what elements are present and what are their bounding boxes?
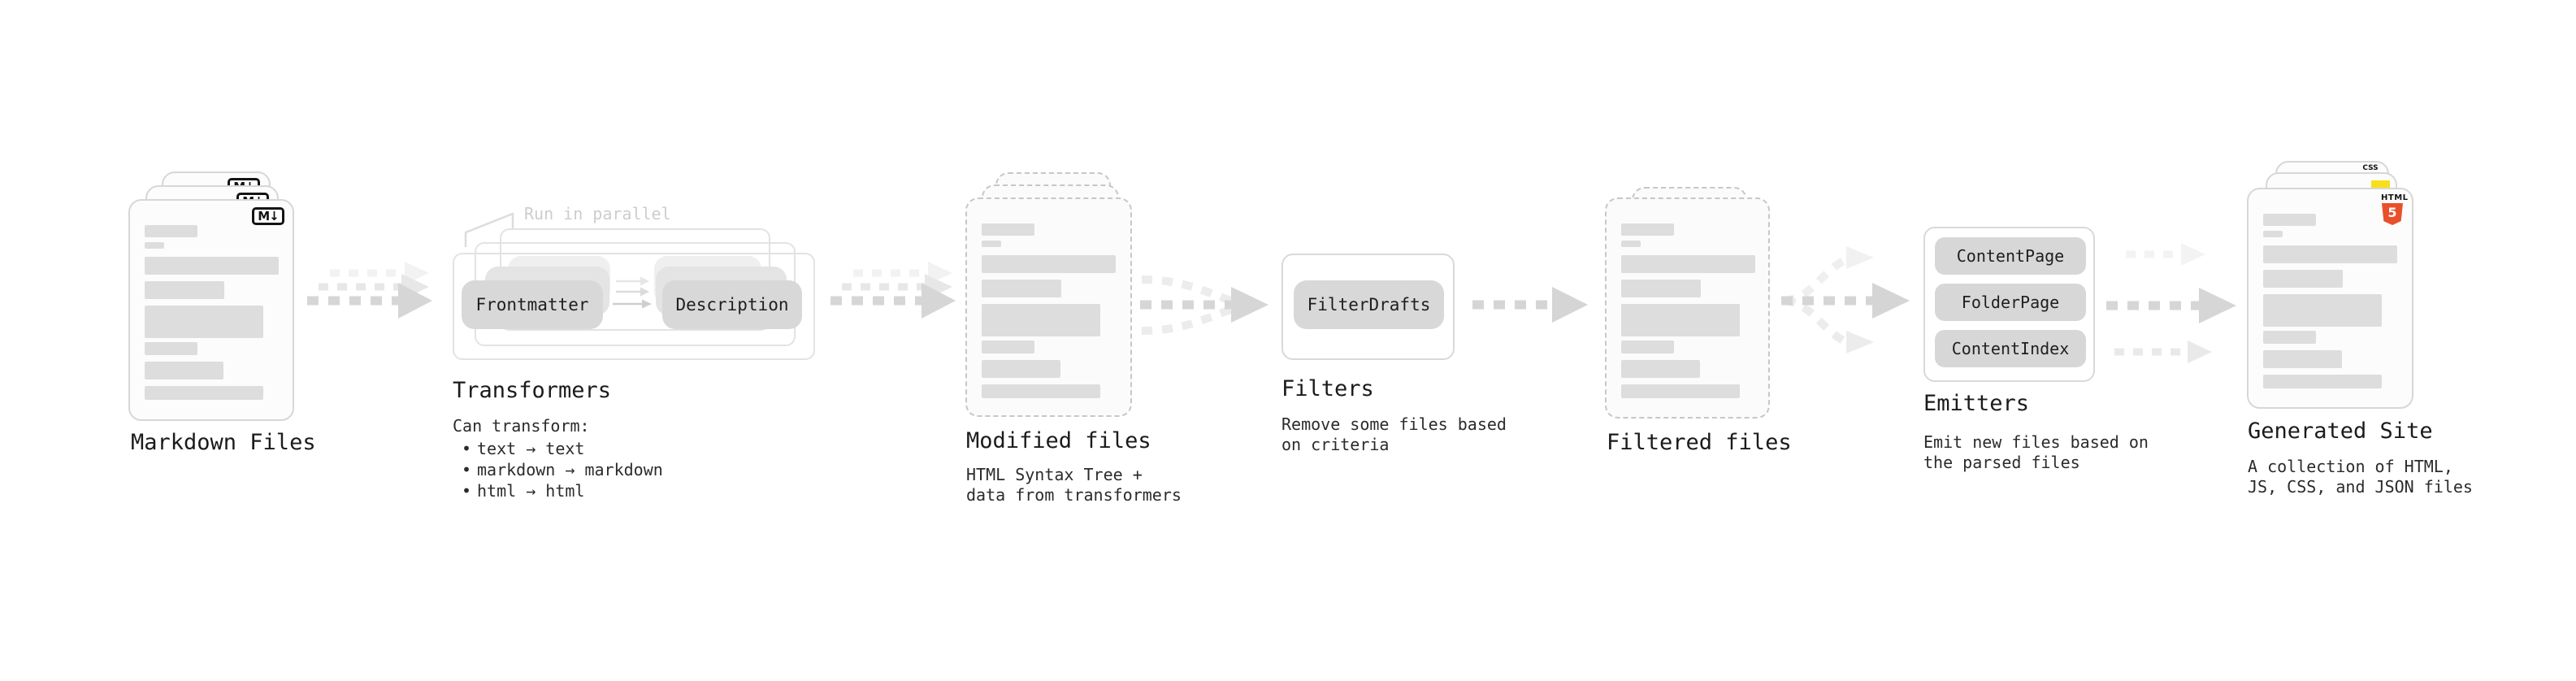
html5-icon: HTML 5 xyxy=(2381,193,2409,225)
multi-arrow-icon xyxy=(2106,243,2236,363)
section-caption: Emit new files based on the parsed files xyxy=(1923,432,2149,472)
callout-line xyxy=(464,212,514,247)
emitter-pill-folderpage: FolderPage xyxy=(1935,284,2086,321)
section-caption: A collection of HTML, JS, CSS, and JSON … xyxy=(2248,457,2473,497)
placeholder-line xyxy=(2263,270,2343,288)
section-label: Emitters xyxy=(1923,391,2030,416)
placeholder-line xyxy=(2263,331,2316,344)
placeholder-line xyxy=(145,342,197,355)
placeholder-line xyxy=(982,223,1034,236)
placeholder-line xyxy=(1621,255,1755,273)
placeholder-line xyxy=(982,304,1100,336)
emitter-pill-contentpage: ContentPage xyxy=(1935,237,2086,275)
placeholder-line xyxy=(145,306,263,338)
css-word: CSS xyxy=(2362,164,2379,172)
flow-arrow-icon xyxy=(830,262,956,319)
placeholder-line xyxy=(1621,280,1701,297)
placeholder-line xyxy=(2263,245,2397,263)
filter-pill-filterdrafts: FilterDrafts xyxy=(1294,280,1444,329)
placeholder-line xyxy=(145,362,223,380)
transformer-pill-frontmatter: Frontmatter xyxy=(462,280,603,329)
placeholder-line xyxy=(2263,375,2382,388)
placeholder-line xyxy=(1621,384,1740,398)
placeholder-line xyxy=(982,241,1001,247)
placeholder-line xyxy=(1621,340,1674,354)
file-card: M↓ xyxy=(128,199,294,421)
html5-number: 5 xyxy=(2387,205,2397,220)
section-caption: Can transform: xyxy=(453,416,590,436)
section-label: Modified files xyxy=(966,428,1151,453)
placeholder-line xyxy=(145,225,197,237)
section-label: Filters xyxy=(1281,376,1374,401)
placeholder-line xyxy=(1621,360,1700,378)
placeholder-line xyxy=(982,360,1060,378)
run-in-parallel-note: Run in parallel xyxy=(524,204,671,223)
section-label: Transformers xyxy=(453,378,612,403)
transform-bullet: html → html xyxy=(453,480,663,501)
placeholder-line xyxy=(2263,294,2382,327)
placeholder-line xyxy=(2263,231,2283,237)
placeholder-line xyxy=(145,281,224,299)
placeholder-line xyxy=(1621,241,1641,247)
placeholder-line xyxy=(1621,223,1674,236)
emitters-group-card xyxy=(1923,227,2095,382)
file-card xyxy=(1605,197,1770,419)
merge-arrow-icon xyxy=(1140,275,1268,335)
placeholder-line xyxy=(982,384,1100,398)
placeholder-line xyxy=(145,386,263,400)
html5-shield: 5 xyxy=(2382,203,2403,225)
placeholder-line xyxy=(1621,304,1740,336)
placeholder-line xyxy=(2263,214,2316,226)
placeholder-line xyxy=(982,255,1116,273)
transform-bullet: markdown → markdown xyxy=(453,459,663,480)
transformer-pill-description: Description xyxy=(662,280,802,329)
placeholder-line xyxy=(145,257,279,275)
section-label: Generated Site xyxy=(2248,419,2433,444)
placeholder-line xyxy=(982,280,1061,297)
section-label: Markdown Files xyxy=(131,430,316,455)
placeholder-line xyxy=(2263,350,2342,368)
section-label: Filtered files xyxy=(1607,430,1792,455)
transformer-group-card xyxy=(453,253,815,360)
parallel-arrows-icon xyxy=(613,276,652,309)
flow-arrow-icon xyxy=(1472,287,1588,323)
emitter-pill-contentindex: ContentIndex xyxy=(1935,330,2086,367)
placeholder-line xyxy=(145,242,164,249)
flow-arrow-icon xyxy=(307,262,432,319)
transform-bullet-list: text → text markdown → markdown html → h… xyxy=(453,438,663,501)
filters-group-card xyxy=(1281,254,1455,360)
placeholder-line xyxy=(982,340,1034,354)
section-caption: HTML Syntax Tree + data from transformer… xyxy=(966,465,1182,505)
transform-bullet: text → text xyxy=(453,438,663,459)
file-card xyxy=(965,197,1132,417)
html5-word: HTML xyxy=(2381,193,2409,202)
branch-arrow-icon xyxy=(1781,246,1910,354)
markdown-icon: M↓ xyxy=(252,207,284,225)
file-card: HTML 5 xyxy=(2247,188,2413,409)
section-caption: Remove some files based on criteria xyxy=(1281,414,1507,454)
